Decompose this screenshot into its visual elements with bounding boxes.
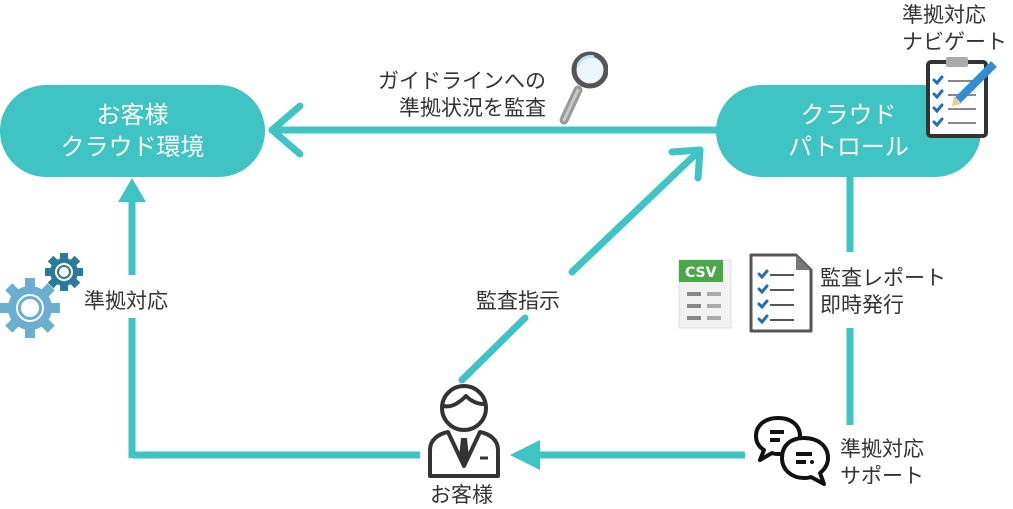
node-cloud-patrol-line1: クラウド [800,101,897,129]
node-customer-cloud-line1: お客様 [96,101,169,129]
node-customer-cloud-line2: クラウド環境 [60,133,205,161]
arrow-instruction-line-2 [568,146,704,276]
label-compliance-support-line1: 準拠対応 [840,437,924,461]
clipboard-pencil-icon [926,57,997,138]
arrow-instruction-head [668,146,704,182]
chat-bubbles-icon [754,416,830,486]
label-audit-report: 監査レポート 即時発行 [820,265,946,319]
label-audit-guideline-line1: ガイドラインへの [378,69,546,93]
arrow-audit-head [268,102,304,158]
node-cloud-patrol-line2: パトロール [788,133,909,161]
arrow-head-to-cloud [118,178,146,202]
arrow-head-to-customer [510,440,540,470]
label-audit-instruction: 監査指示 [476,289,560,313]
label-audit-guideline-line2: 準拠状況を監査 [399,96,546,120]
label-compliance-navigate-line1: 準拠対応 [902,3,986,27]
csv-badge-text: CSV [685,265,717,281]
label-audit-report-line1: 監査レポート [820,266,946,290]
gears-icon [0,253,83,338]
arrow-instruction-line-1 [458,314,529,384]
label-compliance-navigate-line2: ナビゲート [902,30,1007,54]
businessperson-icon [428,384,500,478]
label-customer: お客様 [430,483,493,507]
gear-large [0,278,60,338]
label-compliance-support-line2: サポート [840,464,924,488]
csv-file-icon: CSV [678,259,732,329]
label-audit-report-line2: 即時発行 [820,293,904,317]
node-customer-cloud: お客様 クラウド環境 [0,85,265,177]
checklist-document-icon [749,253,813,333]
magnifier-icon [559,51,608,125]
label-audit-guideline: ガイドラインへの 準拠状況を監査 [378,68,546,122]
label-compliance-action: 準拠対応 [84,289,168,313]
label-compliance-support: 準拠対応 サポート [840,436,924,490]
gear-small [45,253,83,291]
label-compliance-navigate: 準拠対応 ナビゲート [902,2,1007,56]
